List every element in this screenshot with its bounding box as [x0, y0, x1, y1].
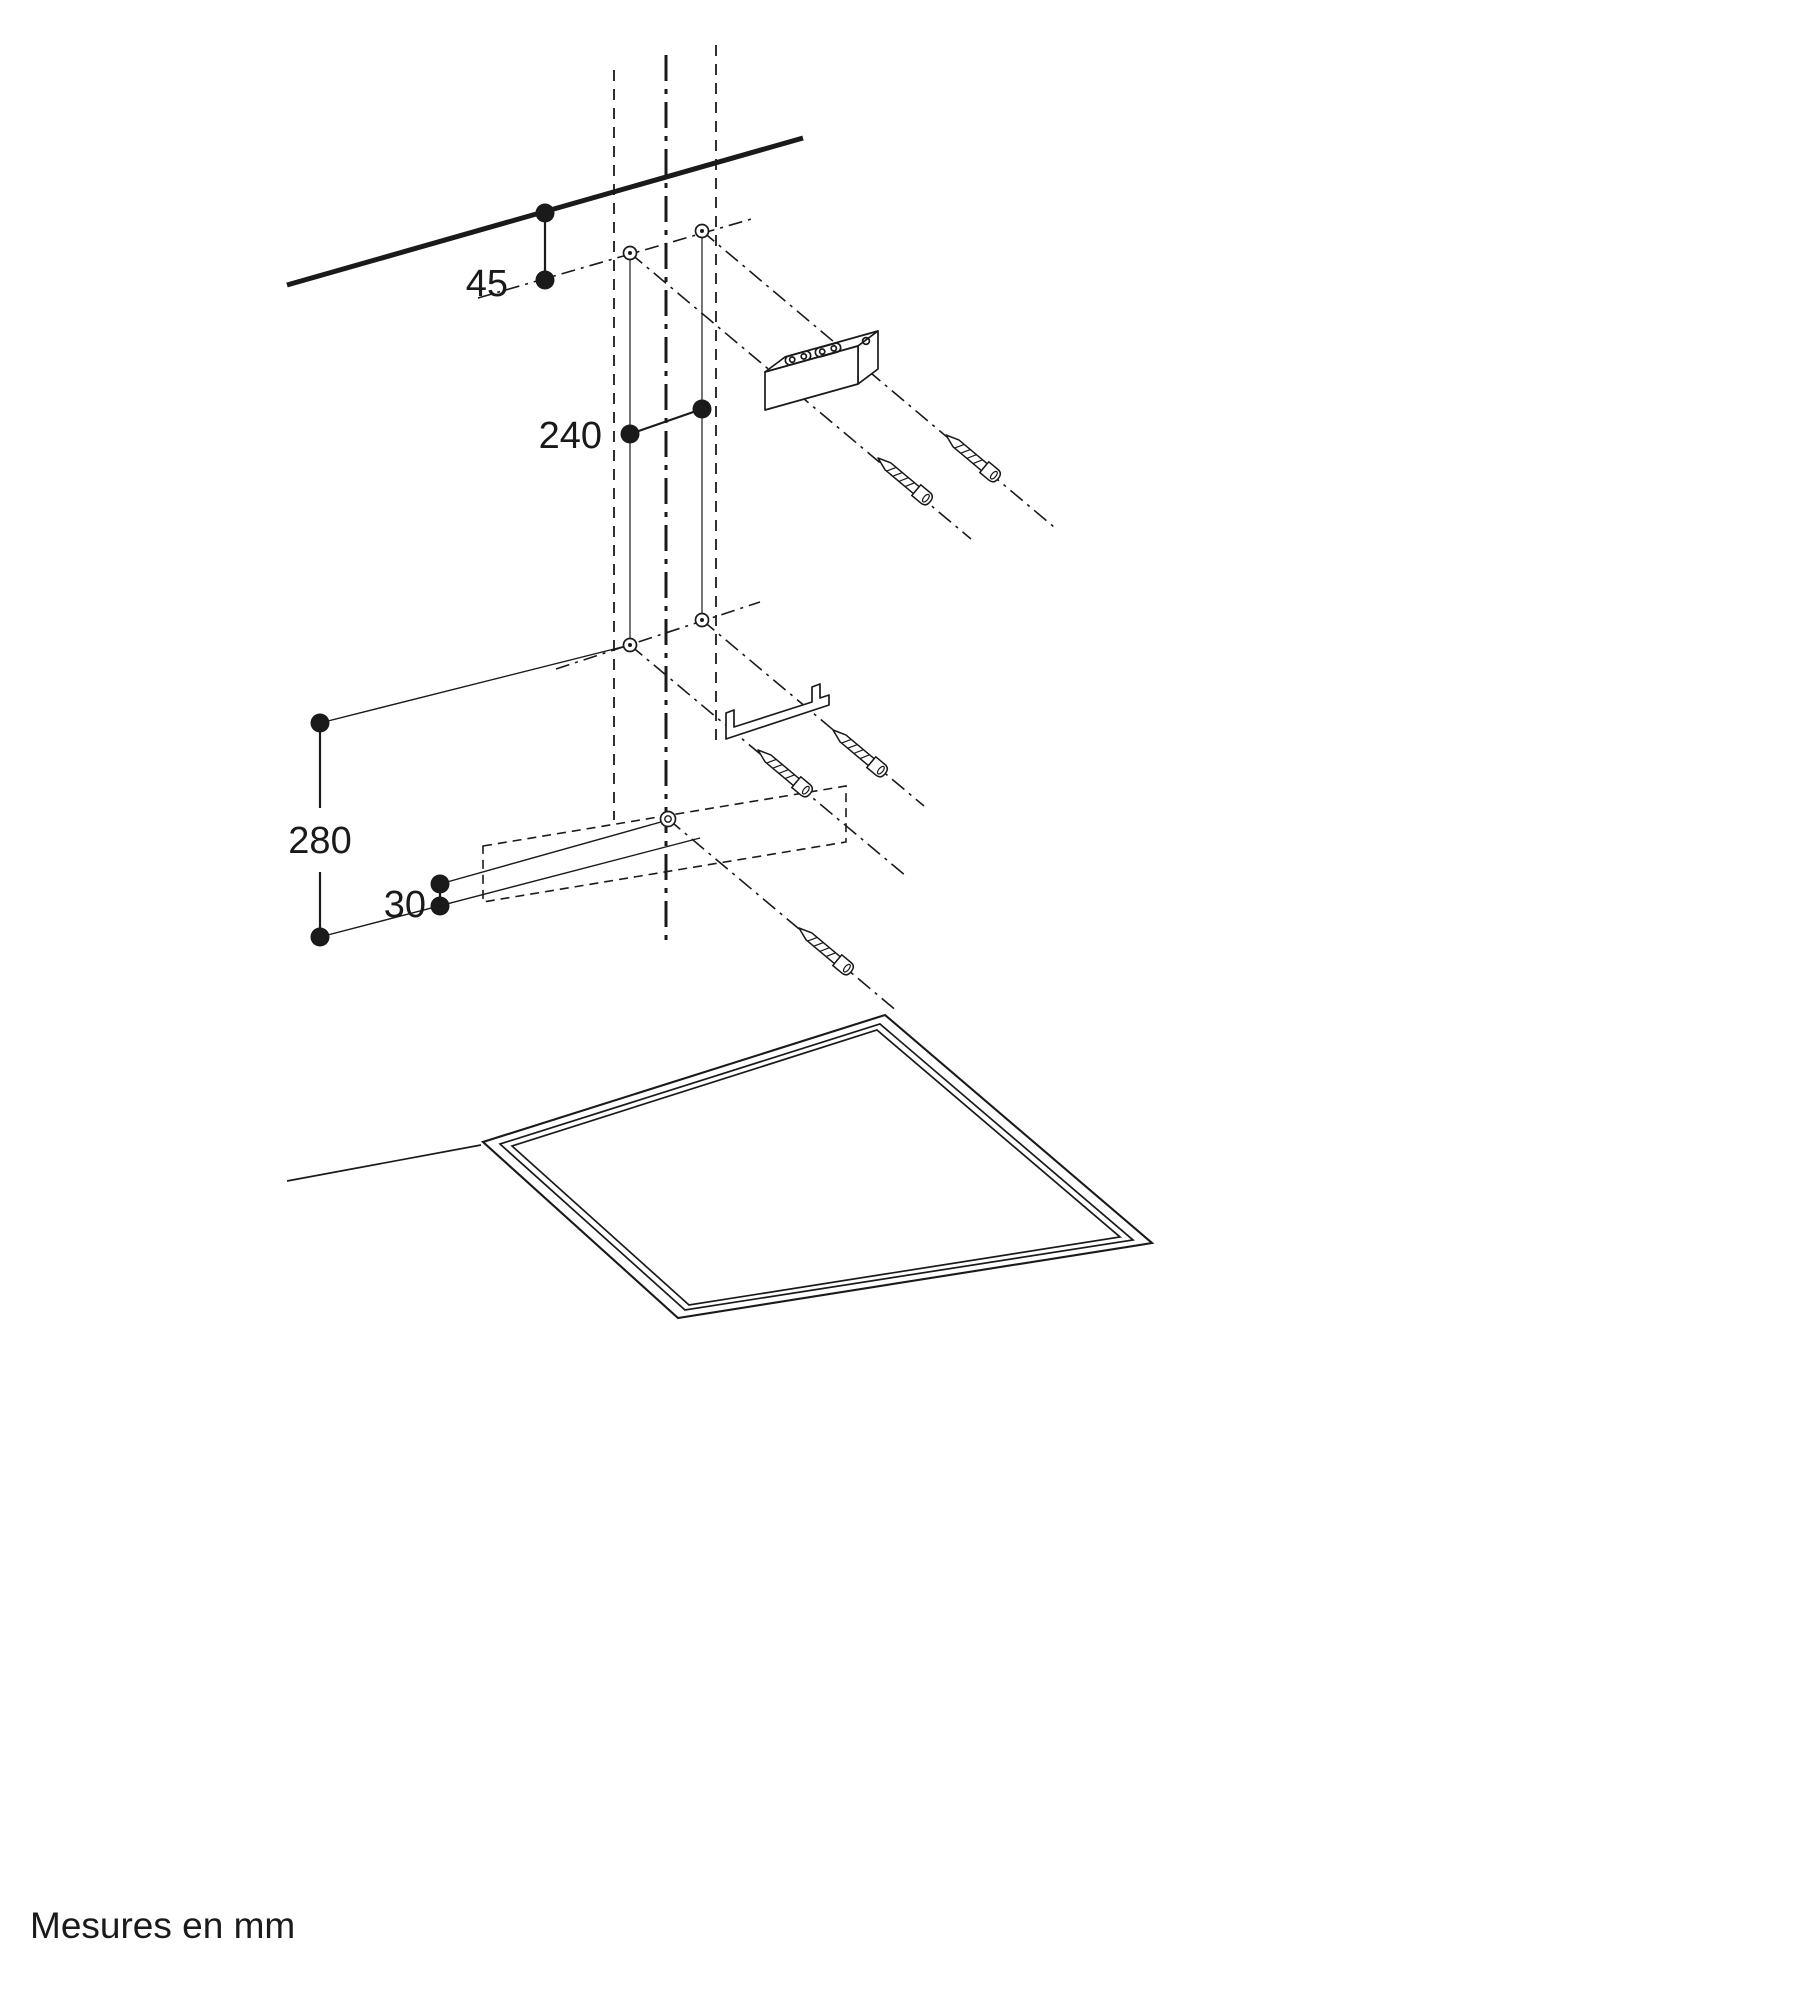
leader-30-top [439, 819, 669, 885]
bottom-center-hole-icon [659, 810, 677, 828]
dimension-280-label: 280 [288, 820, 351, 862]
cooktop-outline [286, 1013, 1155, 1320]
dimension-240-line [629, 407, 703, 436]
upper-right-screw-axis [701, 230, 1055, 528]
dimension-280: 280 [288, 713, 352, 947]
bracket-end-screw-icon [861, 336, 871, 346]
dimension-240-label: 240 [539, 415, 602, 457]
worktop-back-edge [286, 1144, 482, 1182]
dimension-45: 45 [466, 203, 555, 305]
screw-upper-right-icon [940, 428, 1004, 485]
dimension-280-dot-top [310, 713, 330, 733]
dimension-30-label: 30 [384, 884, 426, 926]
dimension-240: 240 [539, 399, 712, 457]
leader-280-top [319, 644, 631, 724]
lower-right-hole-icon [694, 612, 710, 628]
dimension-30-dot-top [430, 874, 450, 894]
lower-hole-reference-line [555, 601, 761, 670]
bottom-screw-axis [667, 818, 899, 1013]
units-caption: Mesures en mm [30, 1905, 295, 1946]
screw-lower-left-icon [752, 743, 816, 800]
construction-lines [477, 217, 761, 670]
bracket-slot-right [814, 342, 842, 358]
upper-left-hole-icon [622, 245, 638, 261]
dimension-240-dot-left [620, 424, 640, 444]
bracket-slot-left [784, 350, 812, 366]
dimension-30-dot-bottom [430, 896, 450, 916]
lower-right-screw-axis [701, 619, 925, 807]
lower-left-hole-icon [622, 637, 638, 653]
upper-hole-reference-line [477, 217, 756, 299]
hood-outline-dashed-box [482, 785, 847, 903]
cooktop-outer-edge [480, 1013, 1155, 1320]
screw-bottom-icon [793, 921, 857, 978]
screw-upper-left-icon [872, 451, 936, 508]
leader-280-bottom [319, 837, 701, 938]
dimension-30: 30 [384, 874, 450, 926]
cooktop-inner-edge-2 [510, 1029, 1122, 1306]
dimension-240-dot-right [692, 399, 712, 419]
mounting-screws [752, 428, 1004, 978]
upper-mounting-bracket [764, 330, 879, 411]
dimension-280-dot-bottom [310, 927, 330, 947]
dimension-45-dot-bottom [535, 270, 555, 290]
dimension-45-dot-top [535, 203, 555, 223]
screw-lower-right-icon [827, 723, 891, 780]
lower-mounting-bracket [725, 683, 830, 740]
upper-right-hole-icon [694, 223, 710, 239]
leader-lines [319, 644, 701, 938]
cooktop-inner-edge-1 [498, 1023, 1135, 1311]
lower-bracket-body [725, 683, 830, 740]
dimension-45-label: 45 [466, 263, 508, 305]
